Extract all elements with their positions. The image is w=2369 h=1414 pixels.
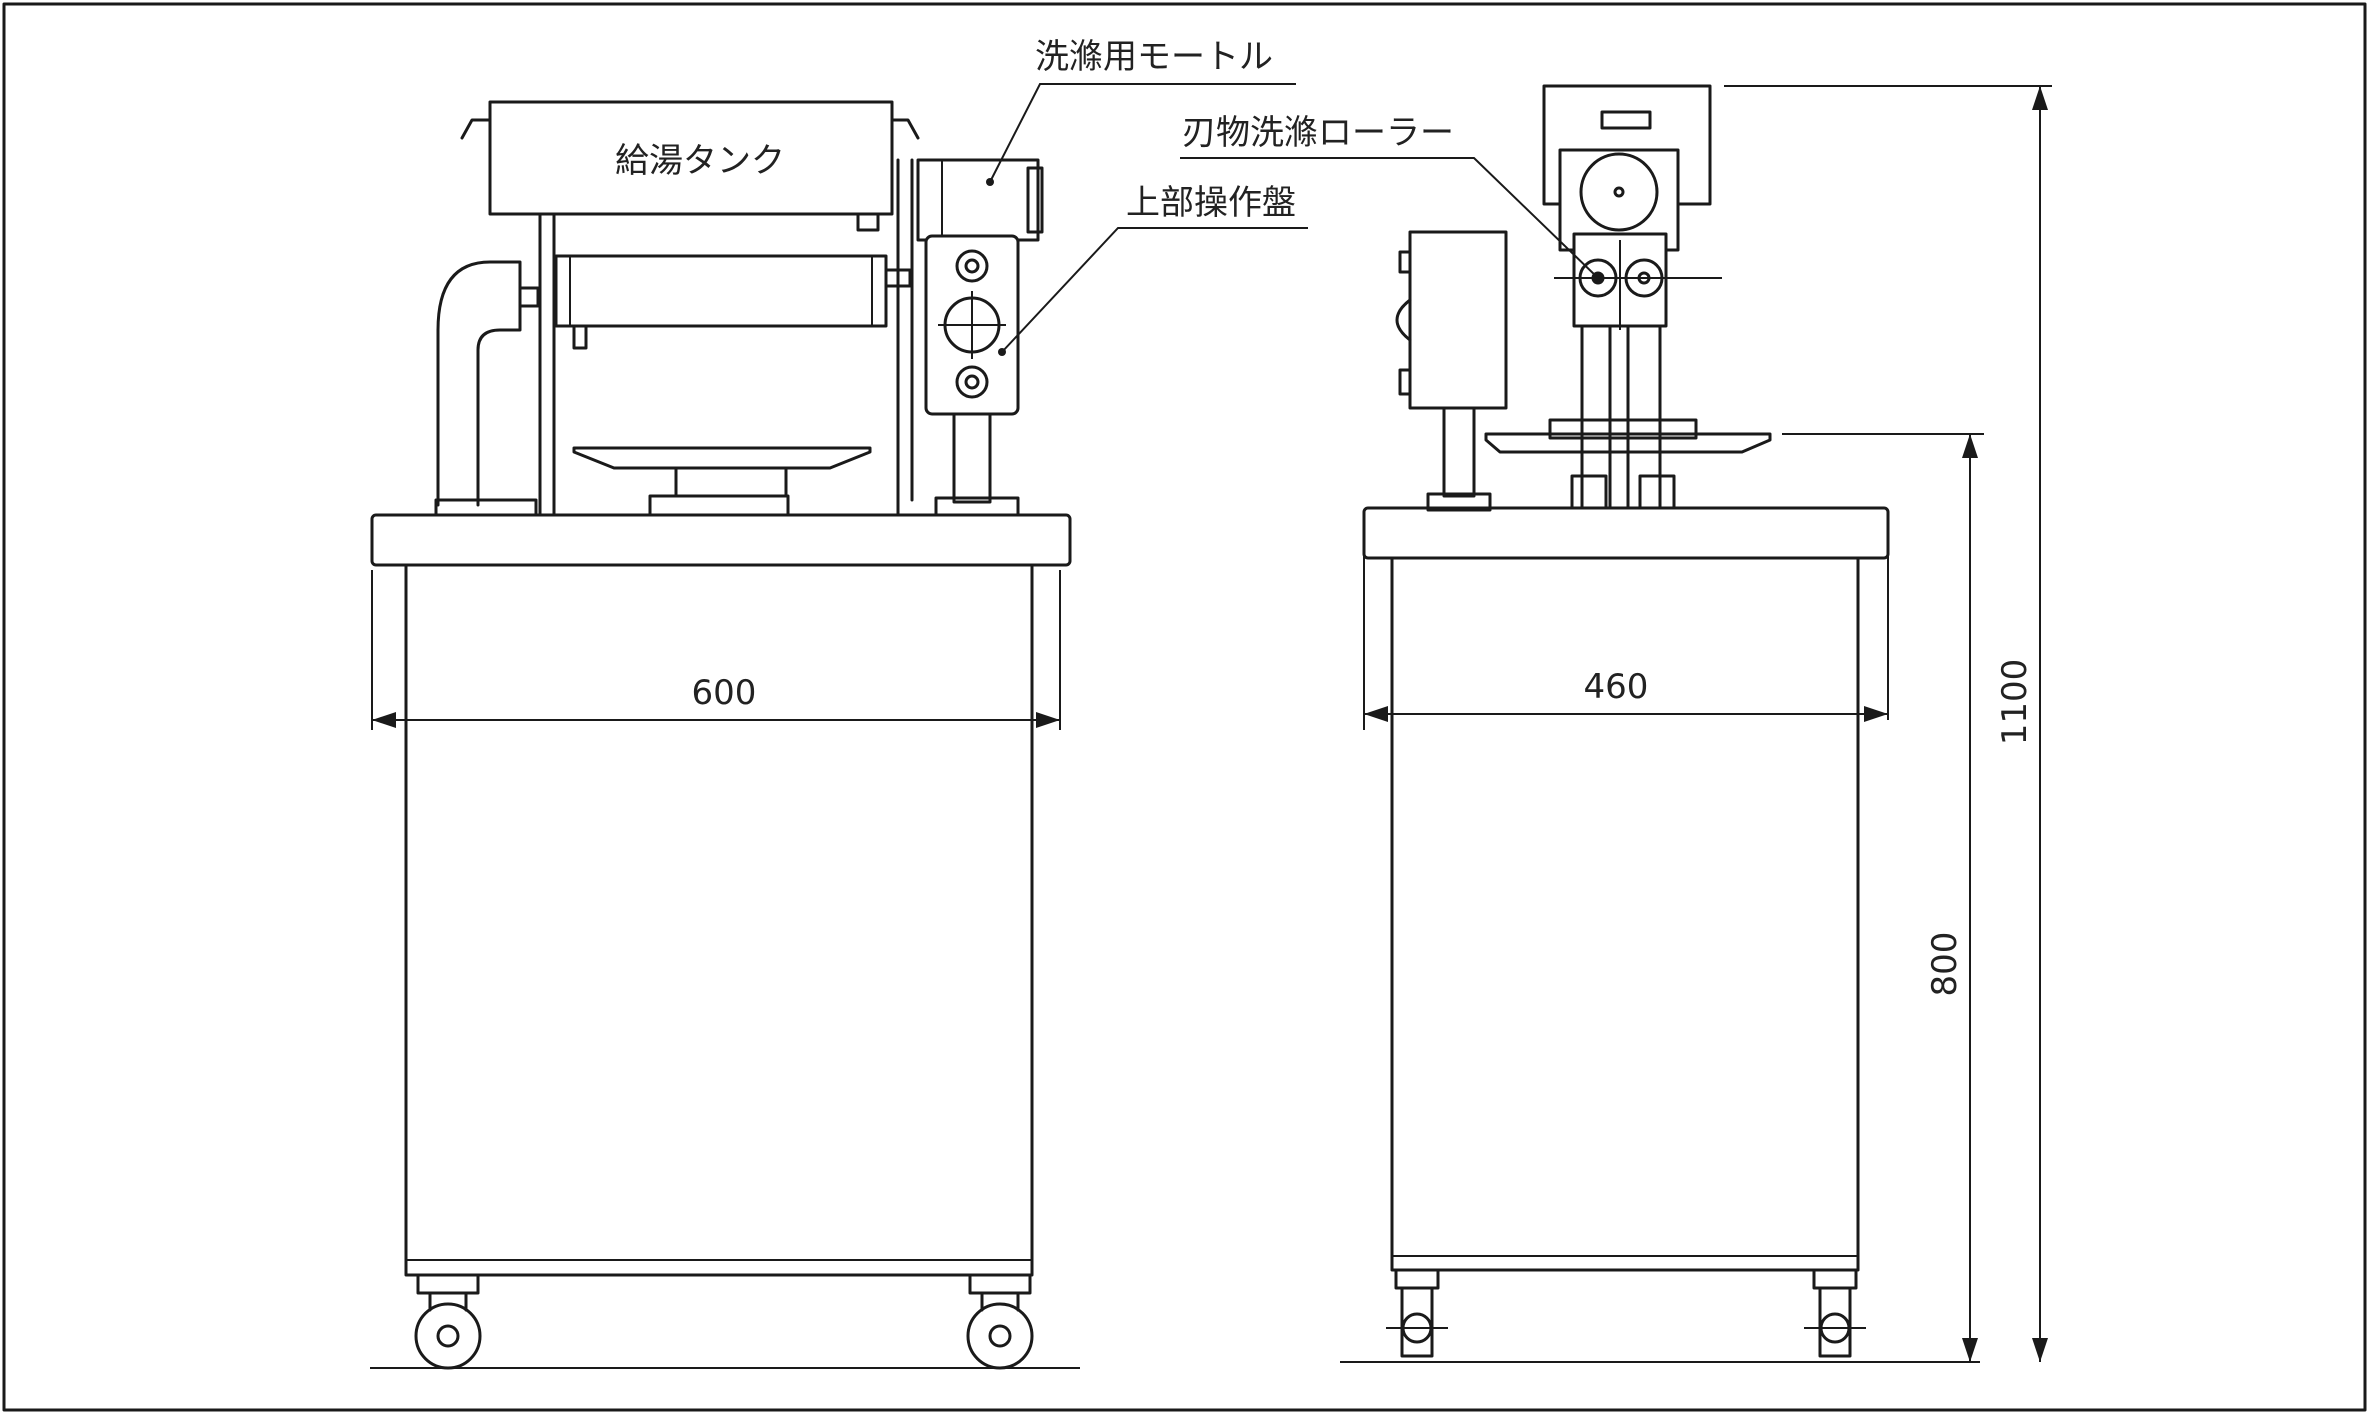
front-wash-roller bbox=[554, 254, 912, 350]
side-tabletop bbox=[1362, 506, 1890, 560]
front-caster-right bbox=[966, 1273, 1034, 1370]
side-caster-left bbox=[1386, 1268, 1448, 1358]
wash-motor bbox=[916, 158, 1044, 242]
hot-water-tank-label: 給湯タンク bbox=[615, 141, 785, 181]
height-dimensions: 1100 800 bbox=[1724, 85, 2052, 1362]
side-cabinet bbox=[1390, 554, 1860, 1272]
front-cabinet bbox=[404, 561, 1034, 1277]
blade-wash-roller-label: 刃物洗滌ローラー bbox=[1182, 113, 1454, 153]
side-view: 460 1100 800 bbox=[1340, 84, 2052, 1363]
front-width-dimension: 600 bbox=[371, 570, 1061, 730]
front-caster-left bbox=[414, 1273, 482, 1370]
wash-motor-label: 洗滌用モートル bbox=[1035, 37, 1273, 77]
upper-control-panel bbox=[924, 234, 1020, 416]
callout-upper-control-panel: 上部操作盤 bbox=[998, 183, 1308, 356]
front-tabletop bbox=[370, 513, 1072, 567]
table-height-value: 800 bbox=[1925, 932, 1965, 997]
blade-wash-rollers bbox=[1554, 232, 1722, 330]
upper-control-panel-label: 上部操作盤 bbox=[1126, 183, 1296, 223]
front-turntable bbox=[572, 446, 872, 517]
side-tower bbox=[1542, 84, 1712, 252]
side-caster-right bbox=[1804, 1268, 1866, 1358]
side-width-value: 460 bbox=[1584, 667, 1649, 707]
front-view: 給湯タンク bbox=[370, 100, 1080, 1370]
side-width-dimension: 460 bbox=[1363, 556, 1889, 730]
side-control-box bbox=[1395, 230, 1508, 512]
front-width-value: 600 bbox=[692, 673, 757, 713]
callout-blade-wash-roller: 刃物洗滌ローラー bbox=[1180, 113, 1602, 282]
hot-water-tank: 給湯タンク bbox=[460, 100, 920, 232]
callout-wash-motor: 洗滌用モートル bbox=[986, 37, 1296, 186]
front-left-pipe bbox=[434, 260, 540, 517]
total-height-value: 1100 bbox=[1995, 659, 2035, 746]
